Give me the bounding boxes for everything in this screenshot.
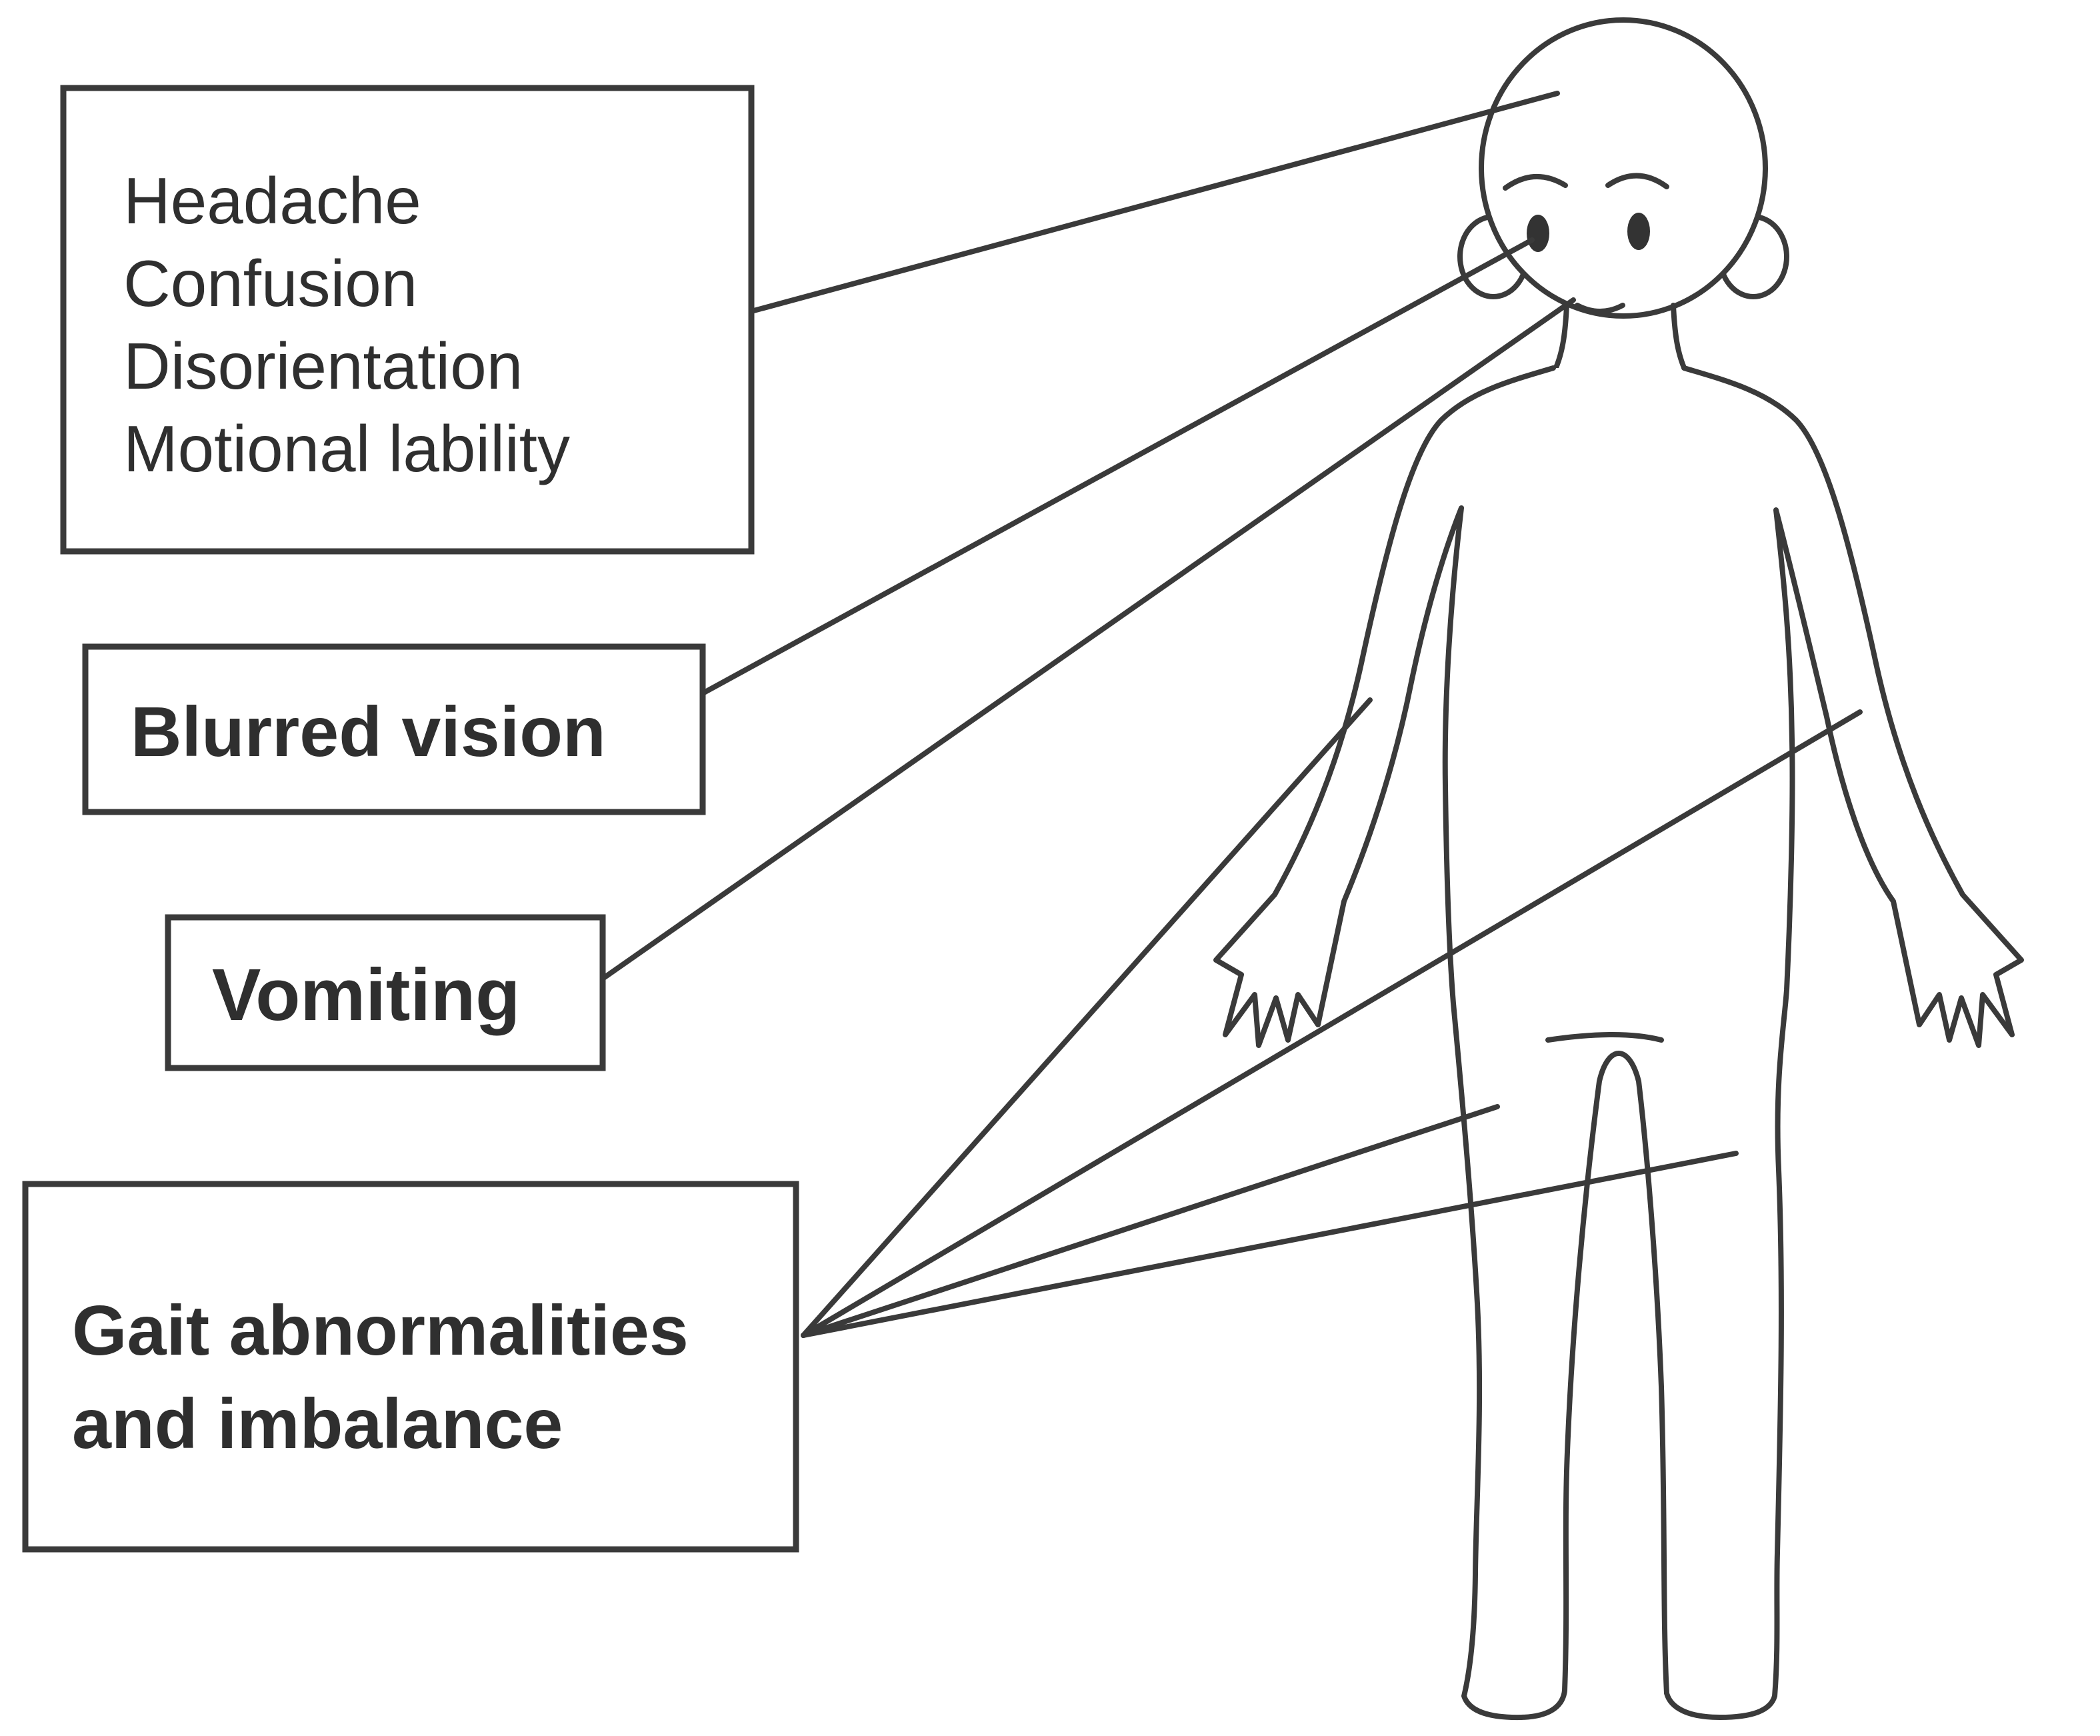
head bbox=[1479, 17, 1768, 319]
blurred-vision-box bbox=[82, 643, 706, 815]
head-symptoms-box bbox=[60, 85, 755, 555]
head-symptoms-label-line-4: Motional lability bbox=[123, 412, 570, 485]
connector-gait-right-arm-line bbox=[801, 709, 1863, 1338]
vomiting-label: Vomiting bbox=[212, 954, 520, 1036]
connector-vomiting-line bbox=[600, 297, 1576, 981]
right-eyebrow bbox=[1605, 173, 1669, 189]
head-symptoms-label-line-3: Disorientation bbox=[123, 329, 523, 403]
mouth bbox=[1575, 303, 1625, 314]
connector-lines bbox=[600, 91, 1863, 1338]
left-eyebrow bbox=[1503, 173, 1568, 191]
right-eye bbox=[1627, 213, 1650, 250]
connector-gait-right-thigh-line bbox=[801, 1151, 1739, 1338]
pelvis-line bbox=[1545, 1032, 1664, 1043]
neck-left-line bbox=[1552, 303, 1569, 373]
head-symptoms-label-line-2: Confusion bbox=[123, 247, 417, 320]
label-boxes: Headache Confusion Disorientation Motion… bbox=[22, 85, 799, 1553]
blurred-vision-label: Blurred vision bbox=[131, 693, 606, 771]
body-outline bbox=[1213, 365, 2024, 1721]
connector-headache-line bbox=[749, 91, 1560, 314]
connector-gait-left-arm-line bbox=[801, 697, 1373, 1338]
head-symptoms-label-line-1: Headache bbox=[123, 164, 421, 237]
connector-blurred-vision-line bbox=[700, 237, 1535, 696]
gait-box bbox=[22, 1181, 799, 1553]
vomiting-box bbox=[165, 914, 606, 1071]
gait-label-line-2: and imbalance bbox=[72, 1385, 563, 1463]
connector-gait-left-hip-line bbox=[801, 1104, 1500, 1338]
neck-right-line bbox=[1671, 303, 1688, 373]
left-eye bbox=[1527, 215, 1549, 252]
body-figure bbox=[1213, 17, 2024, 1721]
gait-label-line-1: Gait abnormalities bbox=[72, 1291, 689, 1370]
